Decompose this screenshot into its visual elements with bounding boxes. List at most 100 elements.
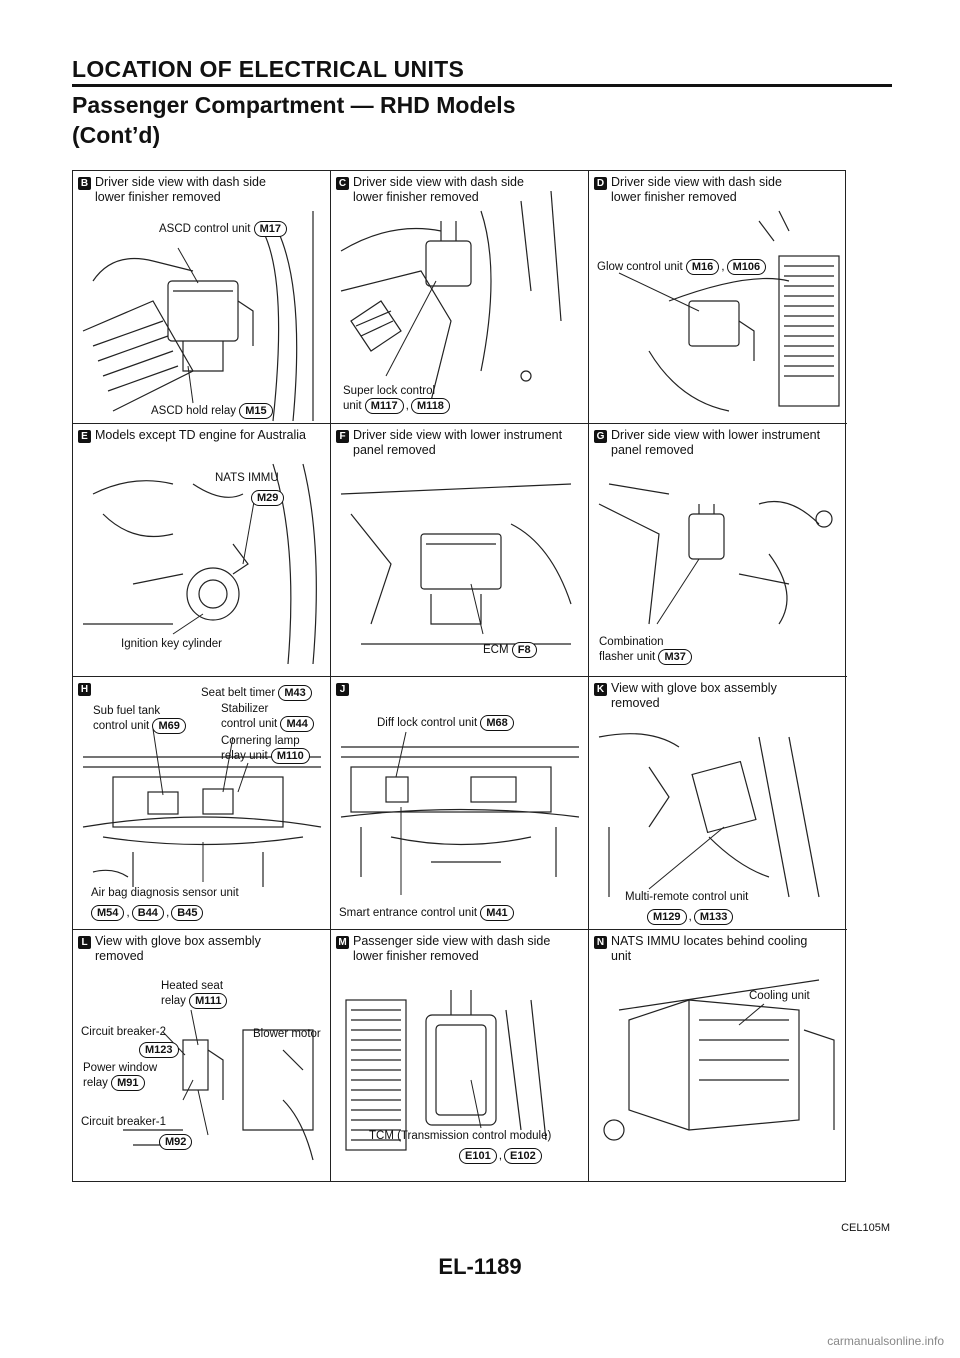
panel-b-illustration bbox=[82, 211, 314, 422]
panel-f: F Driver side view with lower instrument… bbox=[331, 424, 589, 677]
panel-f-badge: F bbox=[336, 430, 349, 443]
connector-badge: M117 bbox=[364, 398, 404, 414]
panel-k-badge: K bbox=[594, 683, 607, 696]
panel-c-label-1: Super lock control unit M117,M118 bbox=[343, 385, 450, 414]
panel-j-label-1: Diff lock control unit M68 bbox=[377, 715, 514, 731]
connector-badge: M129 bbox=[647, 909, 687, 925]
connector-badge: M16 bbox=[685, 259, 720, 275]
connector-badge: M68 bbox=[480, 715, 514, 731]
connector-badge: M92 bbox=[159, 1134, 193, 1150]
panel-e-connector: M29 bbox=[251, 490, 285, 506]
panel-l-badge: L bbox=[78, 936, 91, 949]
panel-j-label-2: Smart entrance control unit M41 bbox=[339, 905, 514, 921]
panel-j-badge: J bbox=[336, 683, 349, 696]
panel-e-label-1: NATS IMMU bbox=[215, 472, 279, 484]
panel-l-caption: View with glove box assembly removed bbox=[95, 934, 261, 963]
connector-badge: M69 bbox=[152, 718, 186, 734]
panel-c-caption: Driver side view with dash side lower fi… bbox=[353, 175, 524, 204]
panel-c-illustration bbox=[340, 190, 562, 402]
connector-badge: E101 bbox=[459, 1148, 497, 1164]
connector-badge: M37 bbox=[658, 649, 692, 665]
panel-l-label-5: Circuit breaker-1 bbox=[81, 1116, 166, 1128]
panel-e-badge: E bbox=[78, 430, 91, 443]
connector-badge: M17 bbox=[253, 221, 288, 237]
panel-e: E Models except TD engine for Australia … bbox=[73, 424, 331, 677]
panel-g-illustration bbox=[598, 483, 833, 625]
panel-h-label-5: Air bag diagnosis sensor unit bbox=[91, 887, 239, 899]
panel-g: G Driver side view with lower instrument… bbox=[589, 424, 847, 677]
panel-m-label-1: TCM (Transmission control module) bbox=[369, 1130, 552, 1142]
panel-l-label-2: Circuit breaker-2 bbox=[81, 1026, 166, 1038]
panel-n-illustration bbox=[603, 979, 835, 1141]
panel-l-label-1: Heated seat relay M111 bbox=[161, 980, 228, 1009]
panel-n-caption: NATS IMMU locates behind cooling unit bbox=[611, 934, 808, 963]
connector-badge: M111 bbox=[189, 993, 228, 1009]
panel-b: B Driver side view with dash side lower … bbox=[73, 171, 331, 424]
panel-h: H Seat belt timer M43 Sub fuel tank cont… bbox=[73, 677, 331, 930]
connector-badge: M106 bbox=[726, 259, 767, 275]
panel-k: K View with glove box assembly removed M… bbox=[589, 677, 847, 930]
connector-badge: M110 bbox=[270, 748, 310, 764]
panel-g-label-1: Combination flasher unit M37 bbox=[599, 636, 692, 665]
panel-j-illustration bbox=[340, 731, 580, 895]
panel-l-label-3: Blower motor bbox=[253, 1028, 321, 1040]
watermark: carmanualsonline.info bbox=[827, 1334, 944, 1348]
connector-badge: E102 bbox=[504, 1148, 542, 1164]
panel-d-label-1: Glow control unit M16,M106 bbox=[597, 259, 767, 275]
panel-f-illustration bbox=[340, 483, 572, 645]
connector-badge: M41 bbox=[480, 905, 514, 921]
panel-f-label-1: ECM F8 bbox=[483, 642, 537, 658]
connector-badge: M15 bbox=[239, 403, 273, 419]
panel-h-label-2: Sub fuel tank control unit M69 bbox=[93, 705, 186, 734]
connector-badge: M54 bbox=[91, 905, 125, 921]
section-subtitle: Passenger Compartment — RHD Models (Cont… bbox=[72, 92, 516, 148]
panel-b-label-1: ASCD control unit M17 bbox=[159, 221, 288, 237]
figure-sheet: B Driver side view with dash side lower … bbox=[72, 170, 847, 1182]
section-title: LOCATION OF ELECTRICAL UNITS bbox=[72, 56, 465, 82]
connector-badge: M44 bbox=[280, 716, 314, 732]
panel-k-connectors: M129,M133 bbox=[647, 909, 734, 925]
connector-badge: M43 bbox=[278, 685, 312, 701]
panel-h-connectors: M54,B44,B45 bbox=[91, 905, 204, 921]
panel-d-badge: D bbox=[594, 177, 607, 190]
panel-e-caption: Models except TD engine for Australia bbox=[95, 428, 306, 442]
connector-badge: M118 bbox=[411, 398, 450, 414]
page-number: EL-1189 bbox=[438, 1254, 522, 1279]
panel-g-caption: Driver side view with lower instrument p… bbox=[611, 428, 821, 457]
panel-l-connector-5: M92 bbox=[159, 1134, 193, 1150]
connector-badge: M91 bbox=[111, 1075, 145, 1091]
panel-m: M Passenger side view with dash side low… bbox=[331, 930, 589, 1181]
figure-code: CEL105M bbox=[841, 1222, 890, 1234]
panel-d-caption: Driver side view with dash side lower fi… bbox=[611, 175, 782, 204]
panel-m-connectors: E101,E102 bbox=[459, 1148, 542, 1164]
panel-g-badge: G bbox=[594, 430, 607, 443]
panel-l-label-4: Power window relay M91 bbox=[83, 1062, 158, 1091]
panel-e-illustration bbox=[83, 463, 317, 665]
panel-h-badge: H bbox=[78, 683, 91, 696]
panel-l: L View with glove box assembly removed H… bbox=[73, 930, 331, 1181]
panel-j: J Diff lock control unit M68 Smart entra… bbox=[331, 677, 589, 930]
connector-badge: B45 bbox=[171, 905, 204, 921]
panel-n-label-1: Cooling unit bbox=[749, 990, 810, 1002]
panel-h-label-3: Stabilizer control unit M44 bbox=[221, 703, 314, 732]
connector-badge: M29 bbox=[251, 490, 285, 506]
panel-b-badge: B bbox=[78, 177, 91, 190]
panel-h-label-4: Cornering lamp relay unit M110 bbox=[221, 735, 310, 764]
title-rule bbox=[72, 84, 892, 87]
panel-m-badge: M bbox=[336, 936, 349, 949]
panel-m-illustration bbox=[345, 990, 547, 1151]
connector-badge: B44 bbox=[131, 905, 164, 921]
panel-k-label-1: Multi-remote control unit bbox=[625, 891, 749, 903]
panel-m-caption: Passenger side view with dash side lower… bbox=[353, 934, 551, 963]
panel-k-caption: View with glove box assembly removed bbox=[611, 681, 777, 710]
panel-l-connector-2: M123 bbox=[139, 1042, 179, 1058]
panel-l-illustration bbox=[123, 1009, 314, 1161]
panel-h-illustration bbox=[82, 728, 322, 887]
panel-e-label-2: Ignition key cylinder bbox=[121, 638, 222, 650]
panel-b-caption: Driver side view with dash side lower fi… bbox=[95, 175, 266, 204]
connector-badge: F8 bbox=[511, 642, 537, 658]
panel-n-badge: N bbox=[594, 936, 607, 949]
panel-f-caption: Driver side view with lower instrument p… bbox=[353, 428, 563, 457]
panel-d-illustration bbox=[618, 210, 840, 412]
panel-d: D Driver side view with dash side lower … bbox=[589, 171, 847, 424]
